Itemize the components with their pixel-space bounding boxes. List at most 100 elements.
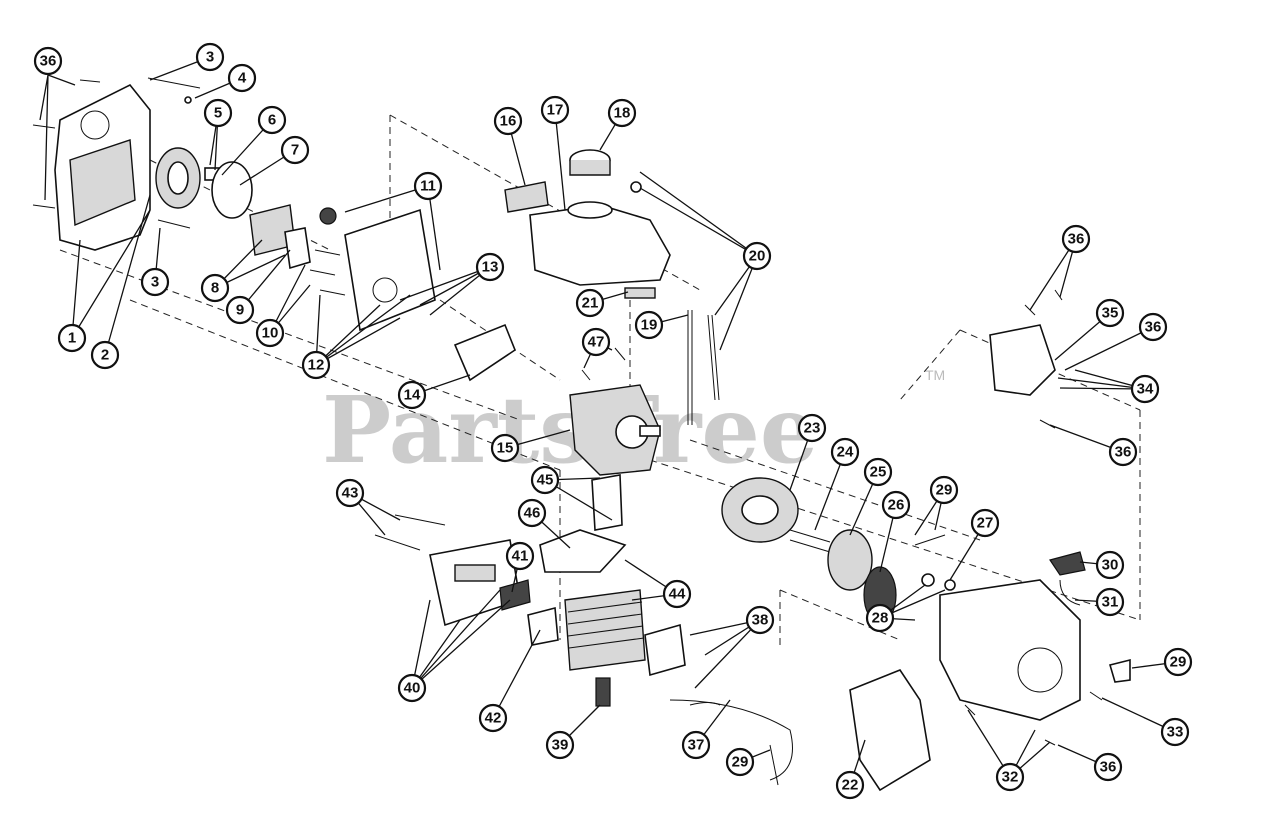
callout-label: 19 [641, 317, 658, 334]
callout-2: 2 [90, 340, 120, 370]
callouts: 1 2 3 3 4 5 6 7 8 9 10 11 12 13 14 15 16… [33, 42, 1193, 800]
watermark-trademark: TM [925, 367, 945, 383]
callout-label: 22 [842, 777, 859, 794]
callout-17: 17 [540, 95, 570, 125]
callout-3-top: 3 [195, 42, 225, 72]
callout-label: 36 [40, 53, 57, 70]
callout-label: 11 [420, 178, 436, 195]
callout-label: 1 [68, 330, 76, 347]
callout-label: 21 [582, 295, 599, 312]
callout-label: 2 [101, 347, 109, 364]
callout-41: 41 [505, 541, 535, 571]
callout-label: 44 [669, 586, 686, 603]
callout-label: 24 [837, 444, 854, 461]
callout-label: 37 [688, 737, 705, 754]
callout-label: 41 [512, 548, 529, 565]
callout-36-topleft: 36 [33, 46, 63, 76]
callout-5: 5 [203, 98, 233, 128]
callout-label: 36 [1100, 759, 1117, 776]
callout-label: 8 [211, 280, 219, 297]
callout-3-bottom: 3 [140, 267, 170, 297]
callout-30: 30 [1095, 550, 1125, 580]
callout-label: 30 [1102, 557, 1119, 574]
callout-label: 43 [342, 485, 359, 502]
callout-label: 15 [497, 440, 514, 457]
callout-42: 42 [478, 703, 508, 733]
callout-27: 27 [970, 508, 1000, 538]
callout-29-top: 29 [929, 475, 959, 505]
part-drawings [32, 77, 1131, 792]
callout-label: 32 [1002, 769, 1019, 786]
callout-label: 36 [1068, 231, 1085, 248]
callout-23: 23 [797, 413, 827, 443]
callout-label: 29 [936, 482, 953, 499]
callout-label: 46 [524, 505, 541, 522]
callout-label: 26 [888, 497, 905, 514]
callout-43: 43 [335, 478, 365, 508]
callout-16: 16 [493, 106, 523, 136]
callout-label: 42 [485, 710, 502, 727]
callout-label: 33 [1167, 724, 1184, 741]
callout-47: 47 [581, 327, 611, 357]
callout-label: 20 [749, 248, 766, 265]
callout-25: 25 [863, 457, 893, 487]
callout-label: 39 [552, 737, 569, 754]
callout-21: 21 [575, 288, 605, 318]
callout-label: 35 [1102, 305, 1119, 322]
callout-44: 44 [662, 579, 692, 609]
callout-1: 1 [57, 323, 87, 353]
callout-label: 6 [268, 112, 276, 129]
callout-label: 13 [482, 259, 499, 276]
callout-label: 36 [1115, 444, 1132, 461]
callout-label: 29 [732, 754, 749, 771]
callout-label: 5 [214, 105, 222, 122]
callout-45: 45 [530, 465, 560, 495]
callout-32: 32 [995, 762, 1025, 792]
callout-36-right: 36 [1138, 312, 1168, 342]
callout-label: 27 [977, 515, 994, 532]
callout-label: 38 [752, 612, 769, 629]
callout-label: 28 [872, 610, 889, 627]
callout-label: 10 [262, 325, 279, 342]
callout-38: 38 [745, 605, 775, 635]
callout-6: 6 [257, 105, 287, 135]
callout-18: 18 [607, 98, 637, 128]
callout-36-rightlower: 36 [1108, 437, 1138, 467]
callout-40: 40 [397, 673, 427, 703]
callout-46: 46 [517, 498, 547, 528]
callout-label: 45 [537, 472, 554, 489]
callout-4: 4 [227, 63, 257, 93]
callout-13: 13 [475, 252, 505, 282]
callout-31: 31 [1095, 587, 1125, 617]
callout-29-bottom: 29 [725, 747, 755, 777]
callout-22: 22 [835, 770, 865, 800]
callout-label: 29 [1170, 654, 1187, 671]
callout-36-topright: 36 [1061, 224, 1091, 254]
callout-label: 18 [614, 105, 631, 122]
callout-35: 35 [1095, 298, 1125, 328]
callout-15: 15 [490, 433, 520, 463]
callout-37: 37 [681, 730, 711, 760]
callout-label: 34 [1137, 381, 1154, 398]
callout-20: 20 [742, 241, 772, 271]
callout-7: 7 [280, 135, 310, 165]
callout-12: 12 [301, 350, 331, 380]
callout-label: 31 [1102, 594, 1119, 611]
callout-label: 7 [291, 142, 299, 159]
callout-label: 40 [404, 680, 421, 697]
callout-39: 39 [545, 730, 575, 760]
callout-label: 3 [151, 274, 159, 291]
callout-label: 36 [1145, 319, 1162, 336]
callout-label: 9 [236, 302, 244, 319]
callout-8: 8 [200, 273, 230, 303]
callout-9: 9 [225, 295, 255, 325]
callout-26: 26 [881, 490, 911, 520]
callout-28: 28 [865, 603, 895, 633]
callout-10: 10 [255, 318, 285, 348]
callout-label: 12 [308, 357, 325, 374]
callout-14: 14 [397, 380, 427, 410]
callout-33: 33 [1160, 717, 1190, 747]
callout-24: 24 [830, 437, 860, 467]
callout-11: 11 [413, 171, 443, 201]
